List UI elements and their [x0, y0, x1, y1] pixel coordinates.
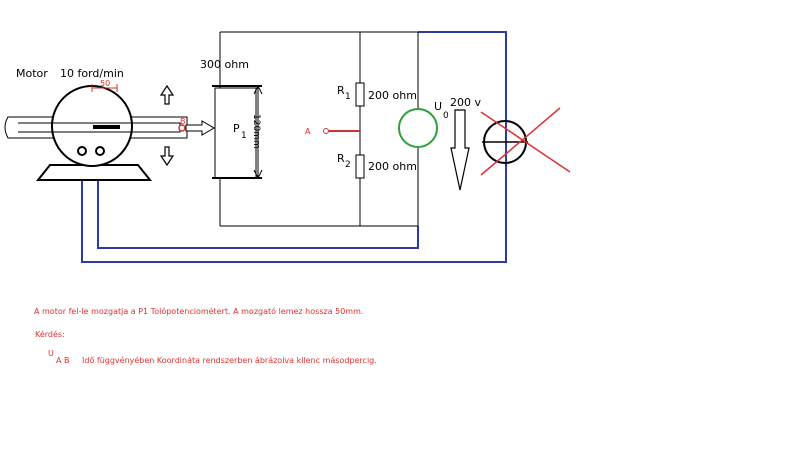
point-b-node: [178, 124, 186, 132]
source-subscript-label: 0: [443, 111, 449, 121]
point-a-label: A: [305, 127, 311, 136]
pot-name-label: P: [233, 122, 240, 135]
r2-value-label: 200 ohm: [368, 160, 417, 173]
down-arrow-icon: [159, 146, 175, 167]
pot-length-label: 120mm: [251, 114, 261, 149]
motor-base: [35, 164, 153, 181]
r1-value-label: 200 ohm: [368, 89, 417, 102]
pot-dimension-arrow-bottom: [253, 169, 263, 180]
question-points: A B: [56, 356, 70, 365]
source-value-label: 200 v: [450, 96, 481, 109]
red-cross-1: [480, 111, 571, 173]
r2-name-label: R: [337, 152, 345, 165]
point-b-label: B: [180, 117, 186, 126]
resistor-r2: [355, 154, 365, 179]
blue-wires: [81, 31, 507, 263]
r1-name-label: R: [337, 84, 345, 97]
blue-wire-outer: [81, 31, 507, 263]
up-arrow-icon: [159, 84, 175, 105]
red-cross-2: [480, 107, 561, 176]
r2-subscript-label: 2: [345, 160, 351, 170]
pot-dimension-arrow-top: [253, 84, 263, 95]
potentiometer-p1: [212, 84, 263, 180]
motor-terminal-1: [77, 146, 87, 156]
pot-resistance-label: 300 ohm: [200, 58, 249, 71]
blue-wire-inner: [97, 165, 419, 249]
motor: [4, 85, 188, 181]
speed-label: 10 ford/min: [60, 67, 124, 80]
resistor-r1: [355, 82, 365, 107]
description-text: A motor fel-le mozgatja a P1 Tolópotenci…: [34, 307, 364, 316]
voltage-arrow: [450, 109, 470, 191]
stroke-label: 50: [100, 79, 110, 88]
question-heading: Kérdés:: [35, 330, 65, 339]
motor-crank: [93, 125, 120, 129]
r1-subscript-label: 1: [345, 92, 351, 102]
question-symbol: U: [48, 349, 54, 358]
point-a-node: [323, 128, 329, 134]
motor-terminal-2: [95, 146, 105, 156]
voltage-source: [398, 108, 438, 148]
pot-subscript-label: 1: [241, 131, 247, 141]
source-name-label: U: [434, 100, 442, 113]
motor-label: Motor: [16, 67, 48, 80]
pot-wiper-arrow: [185, 120, 215, 136]
question-body: Idő függvényében Koordináta rendszerben …: [82, 356, 377, 365]
